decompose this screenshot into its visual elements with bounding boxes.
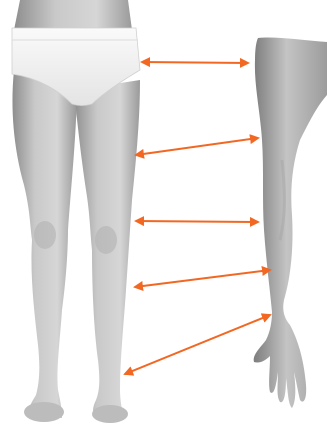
arrow-1	[142, 62, 248, 63]
left-knee	[34, 221, 56, 249]
arm	[254, 37, 327, 408]
right-knee	[95, 226, 117, 254]
arrow-2	[136, 138, 258, 155]
torso	[14, 0, 132, 30]
arrows	[125, 62, 270, 374]
arrow-5	[125, 315, 270, 374]
arrow-3	[136, 221, 258, 222]
right-foot	[92, 405, 128, 423]
arrow-4	[135, 270, 270, 287]
left-foot	[24, 402, 64, 422]
